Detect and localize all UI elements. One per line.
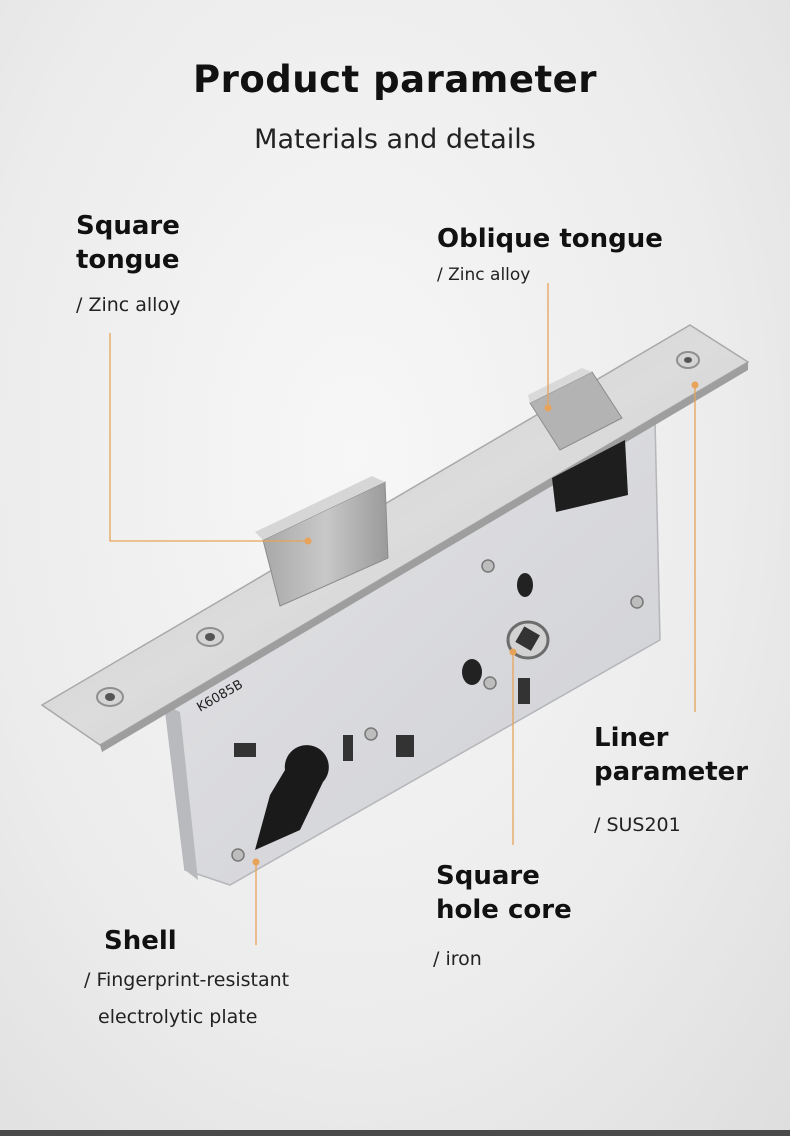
callout-name-line: Liner <box>594 723 669 753</box>
callout-square-tongue-material: / Zinc alloy <box>76 294 181 316</box>
plate-hole <box>205 633 215 641</box>
leader-dots <box>252 381 699 866</box>
body-screw <box>481 559 495 573</box>
callout-name-line: Square <box>436 861 540 891</box>
page-title: Product parameter <box>193 58 597 101</box>
body-screw <box>630 595 644 609</box>
leader-square-tongue <box>109 333 308 542</box>
callout-shell-material-line-1: / Fingerprint-resistant <box>84 969 290 991</box>
callout-oblique-tongue-material: / Zinc alloy <box>437 265 531 285</box>
plate-hole <box>684 357 692 363</box>
leader-lines <box>109 283 696 945</box>
leader-dot <box>691 381 699 389</box>
callout-liner-material: / SUS201 <box>594 814 681 836</box>
square-hole <box>515 626 540 651</box>
callout-name-line: parameter <box>594 757 749 787</box>
leader-dot <box>252 858 260 866</box>
callout-square-hole-core-material: / iron <box>433 948 482 970</box>
callout-shell-name: Shell <box>104 926 177 956</box>
body-screw <box>364 727 378 741</box>
callout-name-line: hole core <box>436 895 572 925</box>
square-tongue-top <box>255 476 385 540</box>
leader-dot <box>509 648 517 656</box>
callout-shell-material-line-2: electrolytic plate <box>98 1006 258 1028</box>
bottom-bar <box>0 1130 790 1136</box>
body-slot <box>343 735 353 761</box>
face-plate-edge <box>100 362 748 752</box>
square-tongue-front <box>262 481 389 607</box>
body-slot <box>518 678 530 704</box>
callout-square-tongue-name: Square tongue <box>76 209 180 277</box>
body-screw <box>231 848 245 862</box>
body-slot <box>234 743 256 757</box>
cylinder-hole <box>255 745 329 850</box>
callout-oblique-tongue-name: Oblique tongue <box>437 224 663 254</box>
callout-square-hole-core-name: Square hole core <box>436 859 572 927</box>
body-screw <box>483 676 497 690</box>
callout-name-line: tongue <box>76 245 180 275</box>
plate-hole <box>105 693 115 701</box>
leader-dot <box>304 537 312 545</box>
latch-window <box>552 440 628 512</box>
leader-dot <box>544 404 552 412</box>
body-slot <box>517 573 533 597</box>
lock-case-edge <box>165 705 198 880</box>
callout-liner-name: Liner parameter <box>594 721 748 789</box>
body-slot <box>396 735 414 757</box>
body-slot <box>462 659 482 685</box>
callout-name-line: Square <box>76 211 180 241</box>
page-subtitle: Materials and details <box>254 124 536 155</box>
oblique-tongue-top <box>528 368 592 403</box>
